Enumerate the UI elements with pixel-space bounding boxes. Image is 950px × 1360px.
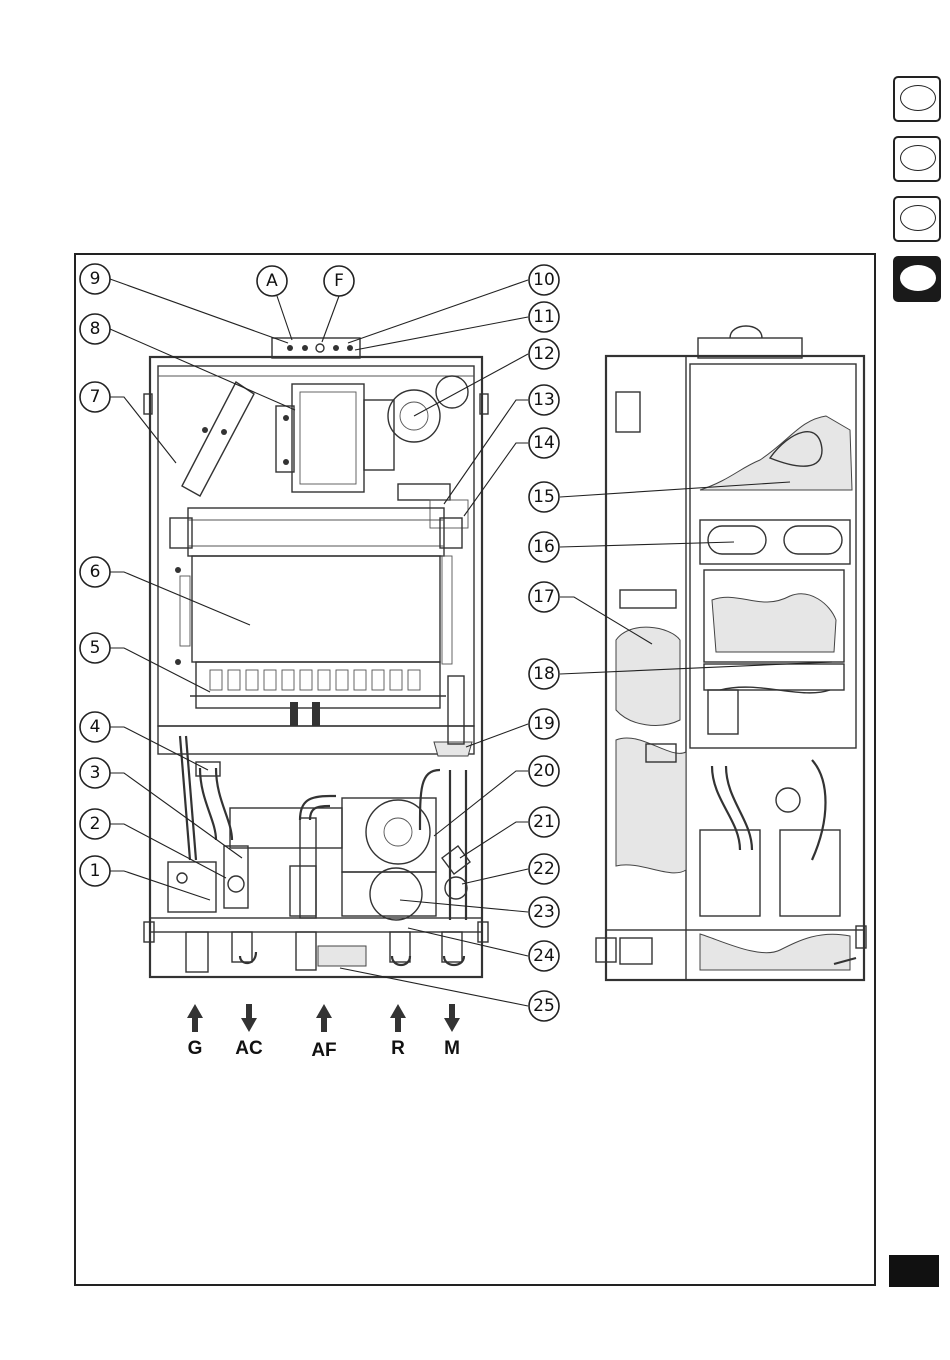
callout-label: 4 (90, 717, 101, 737)
callout-label: 13 (533, 390, 555, 410)
callout-19: 19 (529, 709, 559, 739)
connection-label: M (444, 1038, 460, 1059)
callout-F: F (324, 266, 354, 296)
callout-4: 4 (80, 712, 110, 742)
arrow-up-icon (390, 1004, 406, 1032)
callout-label: 5 (90, 638, 101, 658)
callout-label: 25 (533, 996, 555, 1016)
arrow-up-icon (316, 1004, 332, 1032)
connection-R: R (390, 1004, 406, 1059)
arrow-down-icon (444, 1004, 460, 1032)
callout-label: 16 (533, 537, 555, 557)
callout-3: 3 (80, 758, 110, 788)
callout-label: 2 (90, 814, 101, 834)
callout-label: A (266, 271, 278, 291)
connection-AC: AC (235, 1004, 263, 1059)
callout-24: 24 (529, 941, 559, 971)
connection-label: G (188, 1038, 203, 1059)
callout-label: 14 (533, 433, 555, 453)
callout-2: 2 (80, 809, 110, 839)
callout-18: 18 (529, 659, 559, 689)
callout-10: 10 (529, 265, 559, 295)
callout-25: 25 (529, 991, 559, 1021)
front-view-drawing (144, 338, 488, 977)
callout-label: 20 (533, 761, 555, 781)
connection-G: G (187, 1004, 203, 1059)
callout-label: 10 (533, 270, 555, 290)
connection-AF: AF (311, 1004, 336, 1061)
callout-label: 6 (90, 562, 101, 582)
callout-label: 15 (533, 487, 555, 507)
arrow-up-icon (187, 1004, 203, 1032)
callout-5: 5 (80, 633, 110, 663)
connection-label: AC (235, 1038, 263, 1059)
callout-label: 23 (533, 902, 555, 922)
callout-13: 13 (529, 385, 559, 415)
callout-label: 24 (533, 946, 555, 966)
callout-12: 12 (529, 339, 559, 369)
callout-A: A (257, 266, 287, 296)
callout-label: 17 (533, 587, 555, 607)
callout-label: F (334, 271, 344, 291)
callout-1: 1 (80, 856, 110, 886)
callout-9: 9 (80, 264, 110, 294)
callout-22: 22 (529, 854, 559, 884)
arrow-down-icon (241, 1004, 257, 1032)
callout-21: 21 (529, 807, 559, 837)
callout-11: 11 (529, 302, 559, 332)
callout-7: 7 (80, 382, 110, 412)
connection-label: R (391, 1038, 405, 1059)
callout-23: 23 (529, 897, 559, 927)
callout-label: 9 (90, 269, 101, 289)
connection-M: M (444, 1004, 460, 1059)
callout-label: 11 (533, 307, 555, 327)
connection-label: AF (311, 1040, 336, 1061)
callout-label: 18 (533, 664, 555, 684)
callout-label: 12 (533, 344, 555, 364)
side-view-drawing (596, 326, 866, 980)
callout-label: 21 (533, 812, 555, 832)
callout-label: 3 (90, 763, 101, 783)
callout-14: 14 (529, 428, 559, 458)
callout-label: 7 (90, 387, 101, 407)
callout-label: 22 (533, 859, 555, 879)
callout-label: 1 (90, 861, 101, 881)
callout-20: 20 (529, 756, 559, 786)
callout-label: 19 (533, 714, 555, 734)
callout-label: 8 (90, 319, 101, 339)
callout-6: 6 (80, 557, 110, 587)
callout-16: 16 (529, 532, 559, 562)
callout-15: 15 (529, 482, 559, 512)
callout-8: 8 (80, 314, 110, 344)
callout-17: 17 (529, 582, 559, 612)
